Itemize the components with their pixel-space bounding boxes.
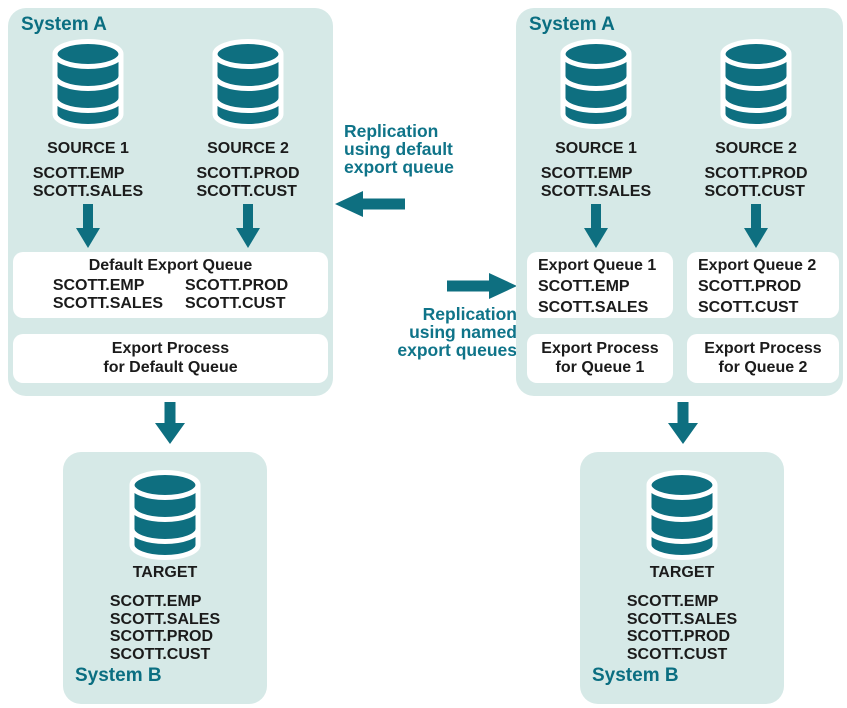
- table-name: SCOTT.SALES: [540, 182, 652, 200]
- table-name: SCOTT.PROD: [196, 165, 300, 182]
- queue-box-tables: SCOTT.EMP SCOTT.SALES SCOTT.PROD SCOTT.C…: [13, 277, 328, 313]
- export-queue-2-box: Export Queue 2 SCOTT.PROD SCOTT.CUST: [687, 252, 839, 318]
- source2-tables: SCOTT.PROD SCOTT.CUST: [676, 165, 836, 200]
- source1-tables: SCOTT.EMP SCOTT.SALES: [8, 165, 168, 200]
- table-name: SCOTT.PROD: [185, 277, 289, 294]
- table-name: SCOTT.CUST: [698, 299, 799, 316]
- arrow-down-icon: [668, 402, 698, 444]
- process-box-line: Export Process: [111, 340, 230, 357]
- label-line: export queue: [344, 157, 454, 177]
- table-name: SCOTT.CUST: [626, 645, 728, 663]
- label-line: using named: [409, 322, 517, 342]
- export-process-box: Export Process for Default Queue: [13, 334, 328, 383]
- system-b-title: System B: [592, 665, 679, 686]
- default-export-queue-box: Default Export Queue SCOTT.EMP SCOTT.SAL…: [13, 252, 328, 318]
- table-name: SCOTT.CUST: [109, 645, 211, 663]
- table-name: SCOTT.CUST: [704, 182, 805, 200]
- table-name: SCOTT.SALES: [32, 182, 144, 200]
- label-line: export queues: [397, 340, 517, 360]
- label-line: using default: [344, 139, 453, 159]
- system-b-panel-right: TARGET SCOTT.EMP SCOTT.SALES SCOTT.PROD …: [580, 452, 784, 704]
- table-name: SCOTT.EMP: [109, 593, 202, 610]
- database-cylinder-icon: [558, 39, 634, 129]
- system-b-panel-left: TARGET SCOTT.EMP SCOTT.SALES SCOTT.PROD …: [63, 452, 267, 704]
- process-box-line: for Queue 2: [718, 359, 808, 376]
- database-cylinder-icon: [50, 39, 126, 129]
- table-name: SCOTT.EMP: [52, 277, 145, 294]
- table-name: SCOTT.EMP: [538, 278, 630, 295]
- database-cylinder-icon: [644, 470, 720, 560]
- table-name: SCOTT.SALES: [626, 610, 738, 628]
- target-label: TARGET: [649, 564, 715, 581]
- process-box-line: for Default Queue: [103, 359, 238, 376]
- target-tables: SCOTT.EMP SCOTT.SALES SCOTT.PROD SCOTT.C…: [580, 593, 784, 663]
- export-process-2-box: Export Process for Queue 2: [687, 334, 839, 383]
- target-tables: SCOTT.EMP SCOTT.SALES SCOTT.PROD SCOTT.C…: [63, 593, 267, 663]
- arrow-down-icon: [155, 402, 185, 444]
- source1-label: SOURCE 1: [555, 140, 637, 157]
- export-process-1-box: Export Process for Queue 1: [527, 334, 673, 383]
- export-queue-1-box: Export Queue 1 SCOTT.EMP SCOTT.SALES: [527, 252, 673, 318]
- arrow-left-icon: [335, 191, 405, 217]
- process-box-line: Export Process: [541, 340, 659, 357]
- system-b-title: System B: [75, 665, 162, 686]
- system-a-title: System A: [529, 14, 615, 35]
- system-a-panel-default: System A SOURCE 1 SOURCE 2 SCOTT.EMP SCO…: [8, 8, 333, 396]
- process-box-line: for Queue 1: [555, 359, 645, 376]
- database-cylinder-icon: [718, 39, 794, 129]
- table-name: SCOTT.SALES: [52, 295, 164, 312]
- target-label: TARGET: [132, 564, 198, 581]
- table-name: SCOTT.PROD: [109, 628, 213, 645]
- replication-default-label: Replication using default export queue: [344, 122, 524, 176]
- table-name: SCOTT.PROD: [704, 165, 808, 182]
- table-name: SCOTT.PROD: [626, 628, 730, 645]
- replication-named-label: Replication using named export queues: [337, 305, 517, 359]
- source2-label: SOURCE 2: [207, 140, 289, 157]
- database-cylinder-icon: [127, 470, 203, 560]
- table-name: SCOTT.CUST: [185, 295, 286, 312]
- system-a-panel-named: System A SOURCE 1 SOURCE 2 SCOTT.EMP SCO…: [516, 8, 843, 396]
- table-name: SCOTT.SALES: [109, 610, 221, 628]
- arrow-right-icon: [447, 273, 517, 299]
- system-a-title: System A: [21, 14, 107, 35]
- table-name: SCOTT.EMP: [626, 593, 719, 610]
- process-box-line: Export Process: [704, 340, 822, 357]
- arrow-down-icon: [76, 204, 100, 248]
- arrow-down-icon: [744, 204, 768, 248]
- table-name: SCOTT.PROD: [698, 278, 802, 295]
- label-line: Replication: [344, 121, 439, 141]
- source2-label: SOURCE 2: [715, 140, 797, 157]
- database-cylinder-icon: [210, 39, 286, 129]
- queue-box-title: Default Export Queue: [88, 257, 253, 274]
- label-line: Replication: [422, 304, 517, 324]
- queue-box-title: Export Queue 1: [538, 257, 657, 274]
- table-name: SCOTT.SALES: [538, 299, 649, 316]
- table-name: SCOTT.CUST: [196, 182, 297, 200]
- queue-box-title: Export Queue 2: [698, 257, 817, 274]
- arrow-down-icon: [236, 204, 260, 248]
- source1-tables: SCOTT.EMP SCOTT.SALES: [516, 165, 676, 200]
- arrow-down-icon: [584, 204, 608, 248]
- source1-label: SOURCE 1: [47, 140, 129, 157]
- table-name: SCOTT.EMP: [540, 165, 633, 182]
- source2-tables: SCOTT.PROD SCOTT.CUST: [168, 165, 328, 200]
- table-name: SCOTT.EMP: [32, 165, 125, 182]
